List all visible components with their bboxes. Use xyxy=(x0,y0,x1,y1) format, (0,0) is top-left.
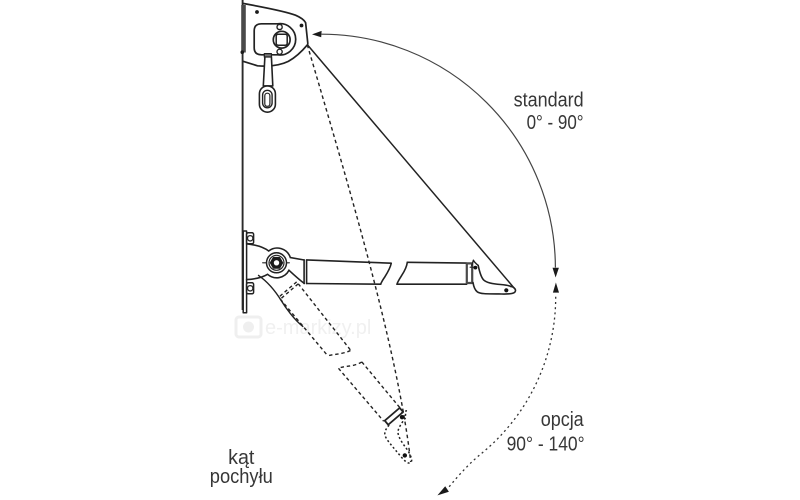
svg-text:pochyłu: pochyłu xyxy=(210,466,273,488)
svg-text:kąt: kąt xyxy=(228,447,255,469)
svg-text:90° - 140°: 90° - 140° xyxy=(507,434,585,456)
svg-text:standard: standard xyxy=(514,89,584,111)
svg-text:0° - 90°: 0° - 90° xyxy=(527,112,584,134)
svg-text:e-markizy.pl: e-markizy.pl xyxy=(265,317,371,339)
svg-text:opcja: opcja xyxy=(541,409,585,431)
